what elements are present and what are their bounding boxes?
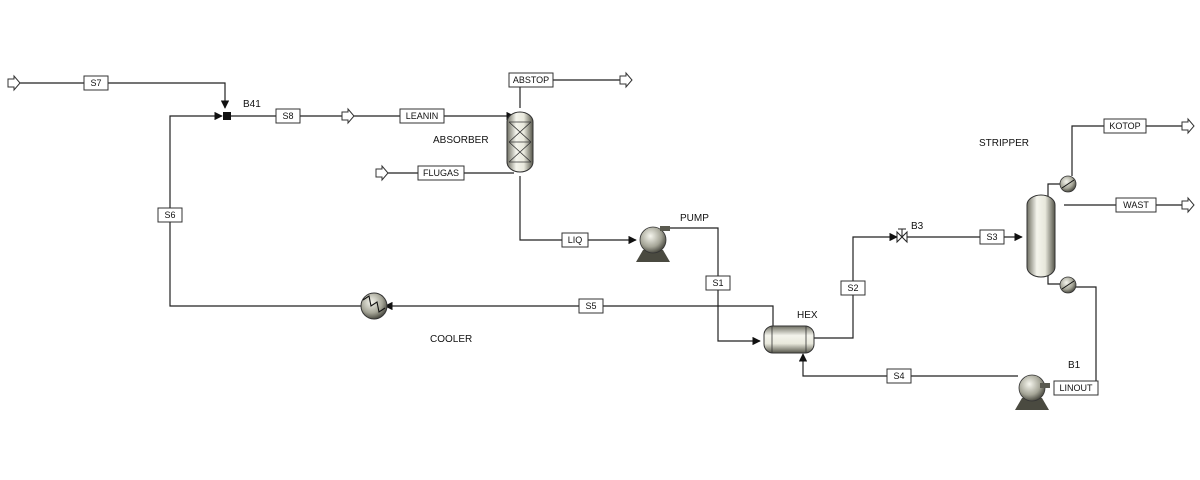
stream-label-s2: S2 bbox=[847, 283, 858, 293]
stream-label-liq: LIQ bbox=[568, 235, 583, 245]
stream-label-s3: S3 bbox=[986, 232, 997, 242]
block-label-pump: PUMP bbox=[680, 213, 709, 224]
block-label-stripper: STRIPPER bbox=[979, 138, 1029, 149]
stream-label-s8: S8 bbox=[282, 111, 293, 121]
reboiler-icon[interactable] bbox=[1059, 276, 1077, 294]
product-arrow-abstop bbox=[619, 71, 633, 89]
stripper-column-icon[interactable] bbox=[1026, 194, 1056, 278]
cooler-icon[interactable] bbox=[360, 292, 388, 320]
stream-box-kotop[interactable]: KOTOP bbox=[1103, 118, 1147, 134]
stream-line-s5[interactable] bbox=[384, 301, 774, 327]
stream-line-linout[interactable] bbox=[1072, 286, 1097, 389]
block-label-b41: B41 bbox=[243, 99, 261, 110]
stream-label-flugas: FLUGAS bbox=[423, 168, 459, 178]
stream-label-s6: S6 bbox=[164, 210, 175, 220]
block-label-b1: B1 bbox=[1068, 360, 1081, 371]
stripper-top-loop bbox=[1047, 183, 1062, 196]
stream-label-leanin: LEANIN bbox=[406, 111, 439, 121]
stream-label-linout: LINOUT bbox=[1059, 383, 1093, 393]
block-label-b3: B3 bbox=[911, 221, 924, 232]
feed-arrow-leanin bbox=[341, 107, 355, 125]
stream-label-s1: S1 bbox=[712, 278, 723, 288]
stream-line-s6[interactable] bbox=[169, 111, 363, 307]
valve-b3-icon[interactable] bbox=[896, 228, 908, 244]
feed-arrow-flugas bbox=[375, 164, 389, 182]
stream-box-flugas[interactable]: FLUGAS bbox=[417, 165, 465, 181]
mixer-b41-icon[interactable] bbox=[223, 112, 231, 120]
stream-box-wast[interactable]: WAST bbox=[1115, 197, 1157, 213]
stream-box-s3[interactable]: S3 bbox=[979, 229, 1005, 245]
stream-box-s4[interactable]: S4 bbox=[886, 368, 912, 384]
feed-arrow-s7 bbox=[7, 74, 21, 92]
stream-label-kotop: KOTOP bbox=[1109, 121, 1140, 131]
stream-label-s7: S7 bbox=[90, 78, 101, 88]
stream-label-abstop: ABSTOP bbox=[513, 75, 549, 85]
stream-box-linout[interactable]: LINOUT bbox=[1053, 380, 1099, 396]
product-arrow-wast bbox=[1181, 196, 1195, 214]
block-label-hex: HEX bbox=[797, 310, 818, 321]
absorber-column-icon[interactable] bbox=[506, 111, 534, 173]
stream-label-s5: S5 bbox=[585, 301, 596, 311]
stream-box-s1[interactable]: S1 bbox=[705, 275, 731, 291]
stream-box-leanin[interactable]: LEANIN bbox=[399, 108, 445, 124]
stream-label-wast: WAST bbox=[1123, 200, 1149, 210]
stream-box-s2[interactable]: S2 bbox=[840, 280, 866, 296]
stream-label-s4: S4 bbox=[893, 371, 904, 381]
stream-box-s7[interactable]: S7 bbox=[83, 75, 109, 91]
stream-box-s5[interactable]: S5 bbox=[578, 298, 604, 314]
heat-exchanger-icon[interactable] bbox=[763, 325, 815, 354]
pump-b1-icon[interactable] bbox=[1015, 374, 1050, 410]
stream-line-liq[interactable] bbox=[519, 176, 637, 245]
stream-box-abstop[interactable]: ABSTOP bbox=[508, 72, 554, 88]
stream-line-s7[interactable] bbox=[18, 82, 230, 109]
stream-box-liq[interactable]: LIQ bbox=[561, 232, 589, 248]
product-arrow-kotop bbox=[1181, 117, 1195, 135]
block-label-absorber: ABSORBER bbox=[433, 135, 489, 146]
pump-icon[interactable] bbox=[636, 226, 670, 262]
stream-line-s4[interactable] bbox=[798, 353, 1018, 377]
block-label-cooler: COOLER bbox=[430, 334, 472, 345]
stream-box-s8[interactable]: S8 bbox=[275, 108, 301, 124]
condenser-icon[interactable] bbox=[1059, 175, 1077, 193]
stream-box-s6[interactable]: S6 bbox=[157, 207, 183, 223]
